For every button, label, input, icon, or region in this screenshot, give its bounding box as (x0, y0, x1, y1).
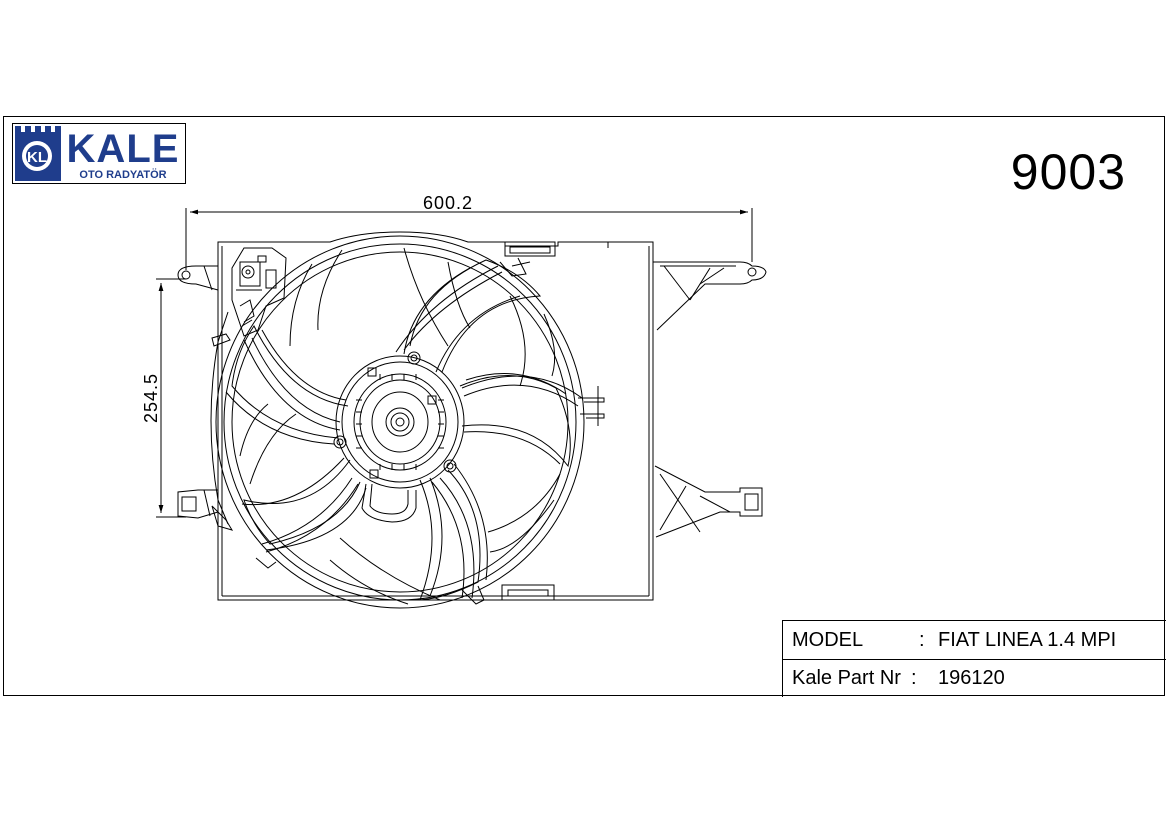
right-bracket-top (653, 261, 767, 331)
spokes (243, 265, 583, 599)
kale-logo: KL KALE OTO RADYATÖR (12, 123, 186, 184)
fan-ring (215, 235, 585, 609)
model-row: MODEL : FIAT LINEA 1.4 MPI (783, 621, 1166, 660)
logo-monogram: KL (27, 149, 47, 166)
logo-subtitle: OTO RADYATÖR (79, 168, 166, 181)
part-row: Kale Part Nr : 196120 (783, 659, 1166, 697)
model-label: MODEL (792, 629, 864, 651)
drawing-frame (3, 116, 1165, 696)
part-separator: : (911, 667, 917, 689)
width-dimension (185, 208, 753, 270)
model-value: FIAT LINEA 1.4 MPI (938, 629, 1117, 651)
fan-blades (225, 247, 571, 605)
part-label: Kale Part Nr (792, 667, 901, 689)
left-mount-top (177, 265, 219, 291)
model-separator: : (919, 629, 925, 651)
right-bracket-bottom (654, 465, 763, 538)
shroud-frame (217, 231, 654, 601)
height-dimension-label: 254.5 (141, 373, 161, 423)
logo-brand: KALE (67, 127, 180, 171)
info-table: MODEL : FIAT LINEA 1.4 MPI Kale Part Nr … (782, 620, 1166, 697)
width-dimension-label: 600.2 (423, 193, 473, 213)
part-number: 9003 (1010, 144, 1126, 200)
part-value: 196120 (938, 667, 1005, 689)
left-mount-bottom (177, 489, 219, 519)
motor-connector (231, 247, 287, 337)
height-dimension (156, 278, 186, 518)
motor-hub (333, 351, 465, 523)
